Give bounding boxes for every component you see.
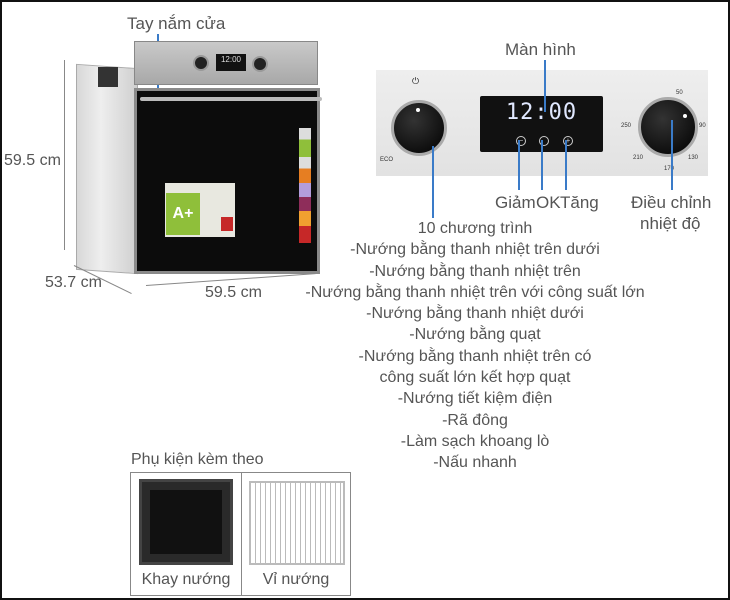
display-time: 12:00 (505, 100, 578, 125)
energy-label: A+ (165, 183, 235, 237)
program-item: -Rã đông (442, 411, 508, 429)
dial-indicator (683, 114, 687, 118)
eco-mark: ECO (380, 157, 394, 163)
screen-label: Màn hình (505, 40, 576, 59)
dial-mark: 170 (664, 166, 675, 172)
minus-button[interactable]: − (516, 136, 526, 146)
dial-mark: 130 (688, 155, 699, 161)
program-item: -Nướng bằng thanh nhiệt trên (369, 262, 581, 280)
temperature-label-2: nhiệt độ (640, 214, 701, 233)
decrease-label: Giảm (495, 193, 536, 212)
plus-button[interactable]: + (563, 136, 573, 146)
accessories-title: Phụ kiện kèm theo (131, 451, 264, 468)
programs-pointer (432, 146, 434, 218)
accessories-box: Khay nướng Vỉ nướng (130, 472, 351, 596)
display-screen: 12:00 − + (480, 96, 603, 152)
screen-pointer (544, 60, 546, 112)
oven-side (76, 63, 138, 275)
increase-label: Tăng (560, 193, 599, 212)
program-dial[interactable] (391, 100, 447, 156)
door-handle (140, 97, 322, 101)
feature-stickers (299, 128, 311, 243)
power-icon: ⏻ (412, 76, 420, 86)
brand-sticker (221, 217, 233, 231)
oven-display: 12:00 (216, 54, 246, 71)
program-item: -Nướng bằng thanh nhiệt trên dưới (350, 241, 600, 259)
wire-rack-image (249, 481, 345, 565)
ok-label: OK (536, 193, 561, 212)
baking-tray-image (139, 479, 233, 565)
programs-list: 10 chương trình -Nướng bằng thanh nhiệt … (260, 218, 690, 474)
height-arrow (64, 60, 65, 250)
program-item: -Nướng bằng quạt (409, 326, 541, 344)
handle-label: Tay nắm cửa (127, 14, 226, 33)
program-item: -Làm sạch khoang lò (400, 432, 550, 450)
temperature-knob (252, 56, 268, 72)
programs-title: 10 chương trình (417, 220, 533, 237)
dial-mark: 210 (633, 155, 644, 161)
dial-mark: 250 (621, 123, 632, 129)
increase-pointer (565, 140, 567, 190)
baking-tray-label: Khay nướng (141, 571, 231, 588)
ok-pointer (541, 140, 543, 190)
energy-class: A+ (166, 193, 200, 235)
program-item: -Nướng bằng thanh nhiệt trên có (358, 347, 592, 365)
temperature-dial[interactable] (638, 97, 698, 157)
dial-mark: 90 (699, 123, 706, 129)
program-item: -Nướng bằng thanh nhiệt trên với công su… (305, 283, 645, 301)
program-item: -Nướng bằng thanh nhiệt dưới (366, 305, 584, 323)
decrease-pointer (518, 140, 520, 190)
temperature-label: Điều chỉnh (631, 193, 712, 212)
temperature-pointer (671, 120, 673, 190)
depth-dimension: 53.7 cm (45, 274, 102, 291)
ok-button[interactable] (539, 136, 549, 146)
program-knob (193, 55, 209, 71)
program-item: công suất lớn kết hợp quạt (379, 369, 571, 387)
wire-rack-label: Vỉ nướng (262, 571, 330, 588)
height-dimension: 59.5 cm (4, 152, 61, 169)
oven-door (134, 88, 320, 274)
oven-vent (98, 67, 118, 87)
width-dimension: 59.5 cm (205, 284, 262, 301)
dial-mark: 50 (676, 90, 683, 96)
program-item: -Nướng tiết kiệm điện (397, 390, 553, 408)
divider (241, 473, 242, 595)
program-item: -Nấu nhanh (433, 454, 517, 472)
dial-indicator (416, 108, 420, 112)
